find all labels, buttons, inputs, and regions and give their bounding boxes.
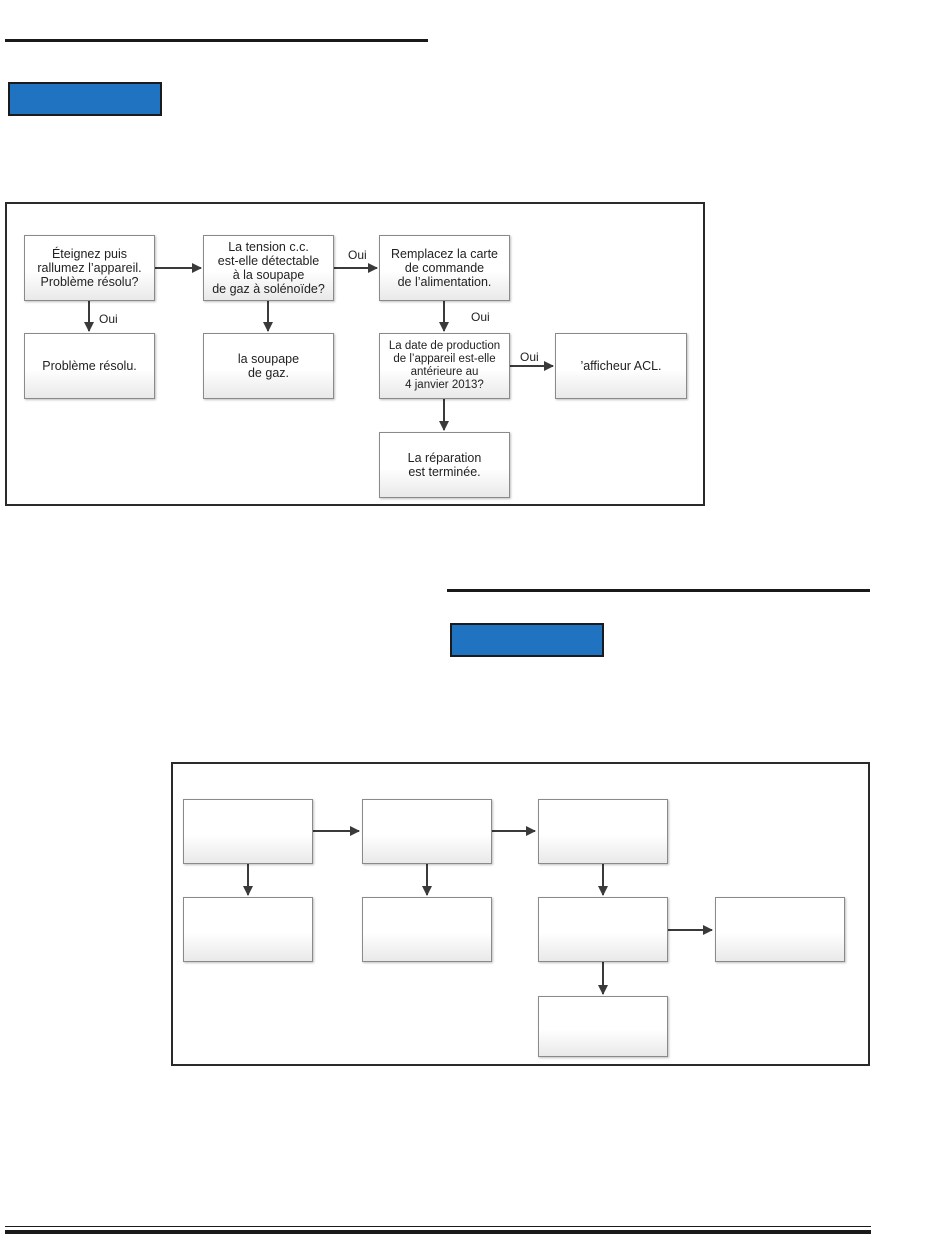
edge-label-oui: Oui [99,312,118,326]
node-production-date: La date de production de l’appareil est-… [379,333,510,399]
section-badge-2 [450,623,604,657]
edge-label-oui: Oui [471,310,490,324]
node-lcd-display: ’afficheur ACL. [555,333,687,399]
empty-node [362,897,492,962]
empty-node [538,996,668,1057]
node-repair-complete: La réparation est terminée. [379,432,510,498]
edge-label-oui: Oui [348,248,367,262]
middle-rule [447,589,870,592]
empty-node [183,897,313,962]
empty-node [715,897,845,962]
empty-node [362,799,492,864]
section-badge-1 [8,82,162,116]
empty-node [183,799,313,864]
node-voltage-check: La tension c.c. est-elle détectable à la… [203,235,334,301]
node-restart: Éteignez puis rallumez l’appareil. Probl… [24,235,155,301]
bottom-rule-thick [5,1230,871,1234]
empty-node [538,799,668,864]
bottom-rule-thin [5,1226,871,1227]
node-problem-resolved: Problème résolu. [24,333,155,399]
top-rule [5,39,428,42]
edge-label-oui: Oui [520,350,539,364]
node-gas-valve: la soupape de gaz. [203,333,334,399]
node-replace-board: Remplacez la carte de commande de l’alim… [379,235,510,301]
empty-node [538,897,668,962]
